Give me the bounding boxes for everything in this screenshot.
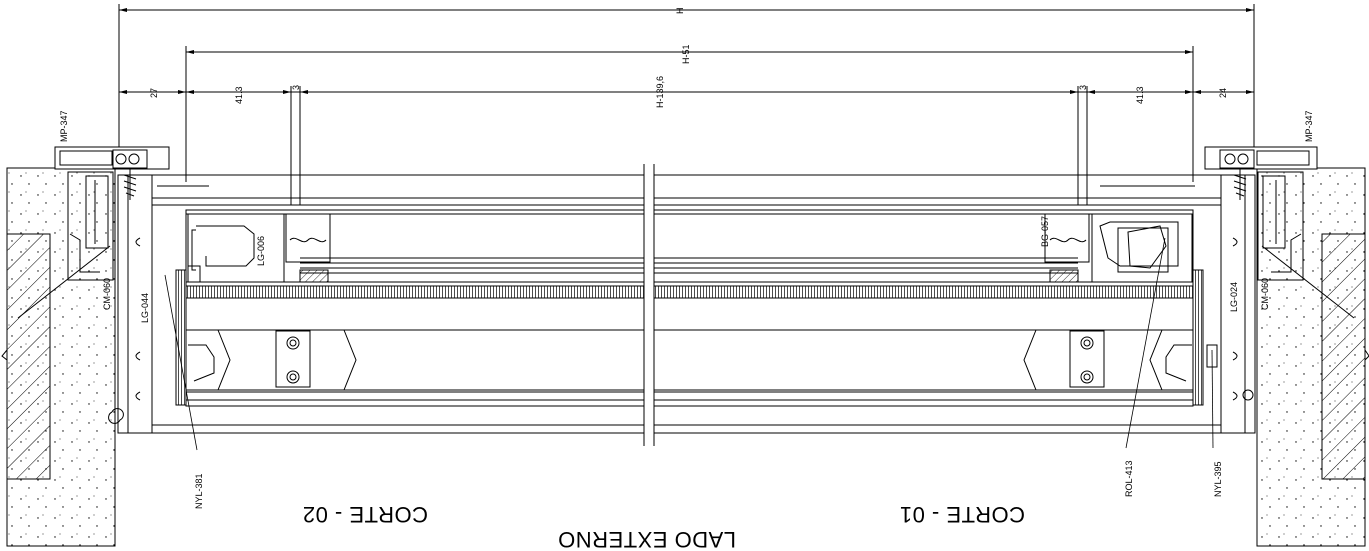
dimension-lines bbox=[118, 4, 1255, 205]
left-wall bbox=[1, 167, 116, 547]
dim-inner: H-51 bbox=[681, 44, 691, 64]
dim-left-profile: 41.3 bbox=[234, 86, 244, 104]
lg006-profile bbox=[187, 213, 331, 283]
label-mp347-right: MP-347 bbox=[1304, 110, 1314, 142]
dim-right-profile: 41.3 bbox=[1135, 86, 1145, 104]
label-rol413: ROL-413 bbox=[1124, 460, 1134, 497]
dim-left-gasket: 3 bbox=[291, 85, 301, 90]
sash-assembly bbox=[175, 209, 1204, 407]
label-cm060-right: CM-060 bbox=[1260, 278, 1270, 310]
dim-right-gasket: 3 bbox=[1078, 85, 1088, 90]
mp347-cap-right bbox=[1204, 146, 1318, 200]
label-nyl381: NYL-381 bbox=[194, 473, 204, 509]
frame-profile-left bbox=[67, 171, 1221, 434]
label-lg024: LG-024 bbox=[1229, 282, 1239, 312]
title-corte-02: CORTE - 02 bbox=[302, 502, 428, 527]
rol413-roller bbox=[1044, 213, 1193, 283]
dim-glass: H-139,6 bbox=[655, 76, 665, 108]
label-lg006: LG-006 bbox=[256, 236, 266, 266]
leader-lines bbox=[164, 237, 1214, 451]
title-lado-externo: LADO EXTERNO bbox=[558, 527, 736, 551]
right-wall bbox=[1256, 167, 1369, 547]
title-corte-01: CORTE - 01 bbox=[899, 502, 1025, 527]
dimension-arrows bbox=[119, 8, 1254, 94]
frame-profile-right bbox=[1220, 171, 1304, 434]
label-lg044: LG-044 bbox=[140, 293, 150, 323]
dim-right-gap: 24 bbox=[1218, 88, 1228, 98]
label-bg057: BG-057 bbox=[1040, 216, 1050, 247]
sash-lower-details bbox=[188, 329, 1218, 391]
break-lines bbox=[643, 164, 655, 446]
label-mp347-left: MP-347 bbox=[59, 110, 69, 142]
mp347-cap-left bbox=[54, 146, 170, 200]
label-nyl395: NYL-395 bbox=[1213, 461, 1223, 497]
dim-total: H bbox=[675, 8, 685, 15]
part-labels: MP-347 MP-347 CM-060 CM-060 LG-044 LG-00… bbox=[59, 110, 1314, 509]
dim-left-gap: 27 bbox=[149, 88, 159, 98]
label-cm060-left: CM-060 bbox=[102, 278, 112, 310]
